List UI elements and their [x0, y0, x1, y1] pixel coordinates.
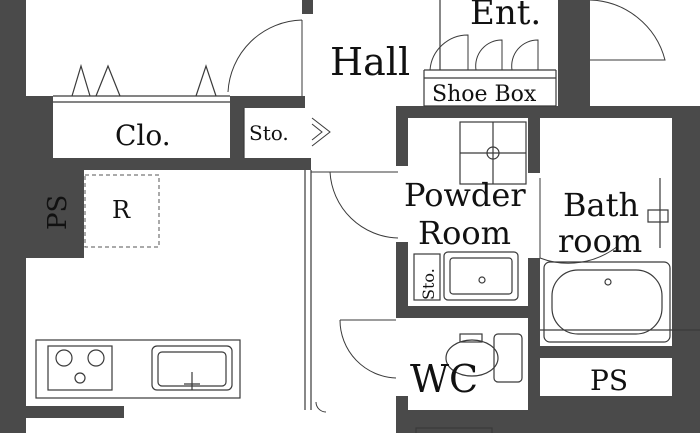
kitchen-counter [35, 339, 241, 399]
bathtub-inner [551, 269, 663, 335]
vanity-basin-inner [449, 257, 513, 295]
wall-bottom-mid [408, 410, 700, 433]
wall-right-outer [672, 118, 700, 433]
shoebox-door-3 [511, 39, 539, 71]
sto-folding-door [311, 117, 331, 147]
corridor-door-swing [311, 171, 399, 239]
kitchen-faucet-icon [184, 372, 200, 390]
doors [227, 0, 666, 413]
label-hall: Hall [330, 40, 410, 84]
wall-sto-top [230, 96, 305, 108]
closet-hangers [71, 63, 217, 97]
toilet-paper-holder [459, 333, 483, 343]
powder-storage-box [413, 253, 441, 301]
hall-door-swing [227, 19, 303, 96]
label-shoe-box: Shoe Box [432, 82, 537, 107]
wall-powder-bath-lower [528, 258, 540, 320]
label-powder-room-2: Room [418, 214, 511, 252]
shoebox-door-2 [475, 39, 503, 71]
partitions [53, 0, 700, 410]
label-storage-hall: Sto. [249, 121, 289, 145]
burner-2 [87, 349, 105, 367]
label-entrance: Ent. [470, 0, 541, 33]
bathtub-outer [543, 261, 671, 343]
toilet-tank [493, 333, 523, 383]
label-wc: WC [410, 357, 478, 401]
label-closet: Clo. [115, 119, 171, 152]
bath-door-swing [539, 178, 619, 264]
wall-wc-right [528, 318, 540, 410]
label-bathroom-1: Bath [563, 186, 639, 224]
wall-wet-left-lower [396, 242, 408, 317]
wall-left-outer [0, 0, 26, 433]
bottom-door-stub [315, 401, 327, 413]
toilet-bowl [445, 339, 499, 377]
wall-wet-left [396, 106, 408, 166]
wall-hall-divider [230, 96, 244, 170]
label-powder-room-1: Powder [404, 176, 526, 214]
label-pipe-space-left: PS [43, 195, 73, 230]
ent-door-swing [589, 0, 666, 61]
wall-powder-bath [528, 118, 540, 173]
burner-3 [74, 372, 86, 384]
shower-fixture-icon [647, 178, 669, 248]
vanity-drain [478, 276, 486, 284]
vanity-basin [443, 251, 519, 301]
bottom-box [415, 427, 493, 433]
wall-wc-bottom-left [396, 396, 408, 433]
washer-drain [486, 146, 500, 160]
wall-bath-bottom [528, 346, 700, 358]
label-storage-powder: Sto. [419, 268, 438, 300]
wall-closet-bottom [26, 158, 311, 170]
label-bathroom-2: room [558, 222, 642, 260]
stove [47, 345, 113, 391]
label-refrigerator: R [112, 196, 131, 224]
fixtures [35, 63, 671, 433]
wall-powder-bottom [396, 306, 540, 318]
wall-ps-right-bottom [528, 396, 700, 410]
burner-1 [55, 349, 73, 367]
wall-ent-right [558, 0, 590, 110]
wall-hall-top-stub [302, 0, 313, 14]
wall-kitchen-bottom [26, 406, 124, 418]
bathtub-drain [604, 278, 612, 286]
wall-closet-left [26, 96, 53, 170]
shoebox-door-1 [429, 34, 469, 71]
wall-ps-left [26, 170, 84, 258]
refrigerator-outline [84, 174, 160, 248]
room-labels: Ent. Hall Shoe Box Clo. Sto. PS R Powder… [43, 0, 642, 401]
wc-door-swing [339, 319, 397, 379]
label-pipe-space-right: PS [590, 364, 628, 397]
wall-wet-top [396, 106, 700, 118]
